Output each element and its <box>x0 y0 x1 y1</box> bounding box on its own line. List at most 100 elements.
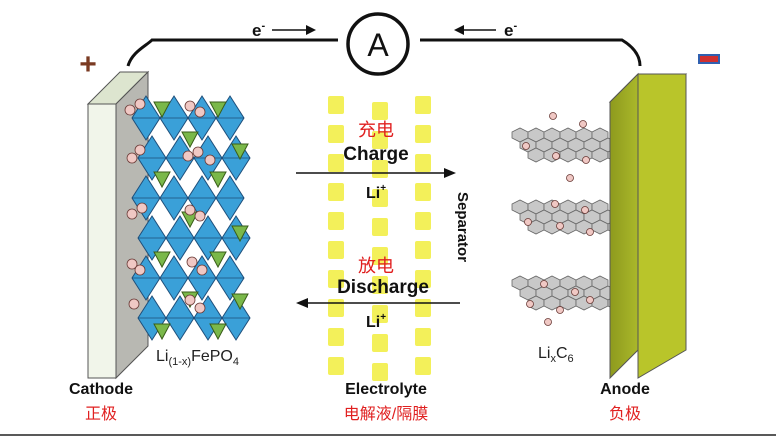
lithium-ion <box>134 144 146 156</box>
electron-left-arrowhead <box>306 25 316 35</box>
discharge-arrowhead <box>296 298 308 308</box>
negative-terminal-icon <box>698 54 720 64</box>
positive-terminal-icon: + <box>79 48 97 81</box>
tetrahedron <box>153 323 171 341</box>
discharge-cn-label: 放电 <box>358 256 394 276</box>
lithium-ion <box>204 154 216 166</box>
separator-dash <box>415 212 431 230</box>
lithium-ion <box>194 106 206 118</box>
lithium-ion <box>182 150 194 162</box>
separator-dash <box>415 328 431 346</box>
lithium-ion <box>571 288 579 296</box>
lithium-ion <box>581 206 589 214</box>
separator-dash <box>415 154 431 172</box>
circuit-wire-left <box>126 38 338 67</box>
lithium-ion <box>586 228 594 236</box>
lithium-ion <box>579 120 587 128</box>
cathode-material-formula: Li(1-x)FePO4 <box>156 348 239 368</box>
anode-cn-label: 负极 <box>609 405 641 423</box>
lithium-ion <box>524 218 532 226</box>
ammeter-icon <box>346 12 410 76</box>
ammeter-label: A <box>367 27 389 63</box>
separator-dash <box>415 125 431 143</box>
separator-dash <box>372 363 388 381</box>
lithium-ion <box>549 112 557 120</box>
tetrahedron <box>231 143 249 161</box>
tetrahedron <box>231 225 249 243</box>
separator-dash <box>415 357 431 375</box>
separator-membrane <box>328 96 431 381</box>
anode-plate-face <box>637 73 687 379</box>
tetrahedron <box>153 171 171 189</box>
discharge-ion-label: Li+ <box>366 312 386 331</box>
lithium-ion <box>186 256 198 268</box>
separator-dash <box>415 241 431 259</box>
lithium-ion <box>136 202 148 214</box>
tetrahedron <box>153 101 171 119</box>
lithium-ion <box>544 318 552 326</box>
discharge-en-label: Discharge <box>337 277 429 298</box>
tetrahedron <box>209 323 227 341</box>
separator-dash <box>328 183 344 201</box>
separator-dash <box>372 218 388 236</box>
separator-dash <box>372 102 388 120</box>
anode-label: Anode <box>600 381 650 398</box>
lithium-ion <box>192 146 204 158</box>
electrolyte-cn-label: 电解液/隔膜 <box>344 405 428 423</box>
lithium-ion <box>184 100 196 112</box>
separator-dash <box>328 96 344 114</box>
separator-dash <box>328 357 344 375</box>
charge-arrowhead <box>444 168 456 178</box>
separator-dash <box>372 334 388 352</box>
separator-dash <box>415 299 431 317</box>
lithium-ion <box>556 306 564 314</box>
separator-dash <box>372 189 388 207</box>
anode-material-formula: LixC6 <box>538 345 574 365</box>
tetrahedron <box>181 131 199 149</box>
separator-dash <box>328 212 344 230</box>
tetrahedron <box>209 251 227 269</box>
tetrahedron <box>209 171 227 189</box>
lithium-ion <box>128 298 140 310</box>
lithium-ion <box>194 302 206 314</box>
cathode-cn-label: 正极 <box>85 405 117 423</box>
lithium-ion <box>566 174 574 182</box>
lithium-ion <box>134 264 146 276</box>
separator-dash <box>372 276 388 294</box>
cathode-crystal-structure <box>124 95 251 341</box>
lithium-ion <box>552 152 560 160</box>
separator-dash <box>328 154 344 172</box>
separator-dash <box>415 270 431 288</box>
electron-right-label: e- <box>504 20 517 40</box>
separator-dash <box>372 247 388 265</box>
lithium-ion <box>184 294 196 306</box>
electrolyte-label: Electrolyte <box>345 381 427 398</box>
separator-dash <box>415 96 431 114</box>
separator-dash <box>415 183 431 201</box>
graphene-layer <box>511 199 625 235</box>
lithium-ion <box>586 296 594 304</box>
lithium-ion <box>582 156 590 164</box>
charge-ion-label: Li+ <box>366 183 386 202</box>
electron-right-arrowhead <box>454 25 464 35</box>
separator-dash <box>372 305 388 323</box>
lithium-ion <box>526 300 534 308</box>
lithium-ion <box>556 222 564 230</box>
lithium-ion <box>126 208 138 220</box>
charge-en-label: Charge <box>343 144 408 165</box>
separator-dash <box>372 131 388 149</box>
separator-dash <box>328 270 344 288</box>
lithium-ion <box>540 280 548 288</box>
separator-dash <box>328 241 344 259</box>
lithium-ion <box>194 210 206 222</box>
lithium-ion <box>134 98 146 110</box>
anode-graphite-structure <box>511 112 625 326</box>
lithium-ion <box>522 142 530 150</box>
tetrahedron <box>153 251 171 269</box>
lithium-ion <box>126 258 138 270</box>
lithium-ion <box>126 152 138 164</box>
circuit-wire-right <box>420 38 642 67</box>
separator-label: Separator <box>454 192 471 262</box>
electron-left-label: e- <box>252 20 265 40</box>
